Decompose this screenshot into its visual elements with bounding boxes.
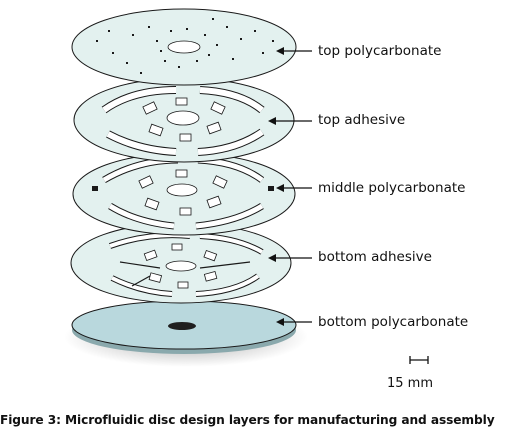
figure-caption: Figure 3: Microfluidic disc design layer… xyxy=(0,413,495,427)
bottom-adhesive-disc xyxy=(70,222,292,304)
top-adhesive-disc xyxy=(73,77,295,163)
label-top-polycarbonate: top polycarbonate xyxy=(318,43,442,59)
label-middle-polycarbonate: middle polycarbonate xyxy=(318,180,466,196)
top-polycarbonate-disc xyxy=(71,8,297,86)
label-top-adhesive: top adhesive xyxy=(318,112,406,128)
label-bottom-adhesive: bottom adhesive xyxy=(318,249,432,265)
middle-polycarbonate-disc xyxy=(72,152,296,236)
bottom-polycarbonate-disc xyxy=(64,300,308,367)
scale-bar xyxy=(409,356,429,364)
center-hole xyxy=(168,322,196,330)
label-bottom-polycarbonate: bottom polycarbonate xyxy=(318,314,469,330)
leader-arrows xyxy=(268,47,312,326)
scale-bar-label: 15 mm xyxy=(387,376,434,391)
